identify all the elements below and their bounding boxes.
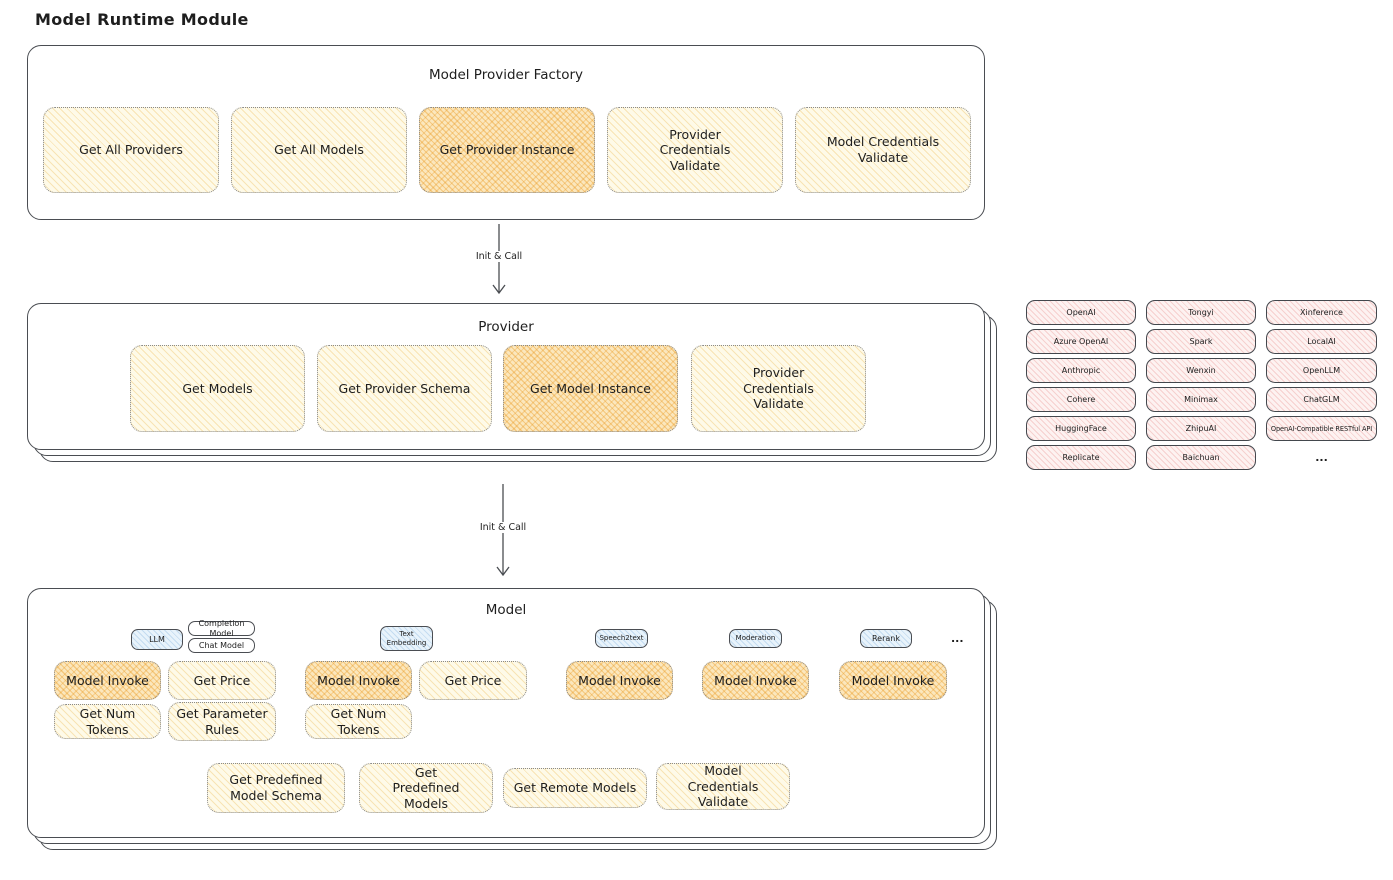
op-get-provider-instance: Get Provider Instance [419, 107, 595, 193]
model-group: Model LLM Completion Model Chat Model Te… [27, 588, 997, 850]
provider-item-openai: OpenAI [1026, 300, 1136, 325]
op-get-price-embedding: Get Price [419, 661, 527, 700]
tag-moderation: Moderation [729, 629, 782, 648]
op-model-invoke-rerank: Model Invoke [839, 661, 947, 700]
arrow-down-icon [496, 484, 510, 577]
arrow1-label: Init & Call [471, 251, 527, 262]
op-model-credentials-validate: Model Credentials Validate [795, 107, 971, 193]
provider-item-xinference: Xinference [1266, 300, 1377, 325]
op-model-invoke-embedding: Model Invoke [305, 661, 412, 700]
provider-item-localai: LocalAI [1266, 329, 1377, 354]
tag-rerank: Rerank [860, 629, 912, 648]
tags-more-ellipsis: ... [951, 632, 964, 645]
provider-item-openllm: OpenLLM [1266, 358, 1377, 383]
provider-item-replicate: Replicate [1026, 445, 1136, 470]
tag-llm: LLM [131, 629, 183, 650]
provider-item-baichuan: Baichuan [1146, 445, 1256, 470]
provider-title: Provider [478, 319, 534, 335]
op-provider-credentials-validate: Provider Credentials Validate [607, 107, 783, 193]
provider-item-tongyi: Tongyi [1146, 300, 1256, 325]
arrow2-label: Init & Call [475, 522, 531, 533]
arrow-down-icon [492, 224, 506, 295]
op-get-model-instance: Get Model Instance [503, 345, 678, 432]
op-get-predefined-model-schema: Get Predefined Model Schema [207, 763, 345, 813]
op-model-invoke-llm: Model Invoke [54, 661, 161, 700]
tag-speech2text: Speech2text [595, 629, 648, 648]
tag-chat-model: Chat Model [188, 638, 255, 653]
op-get-remote-models: Get Remote Models [503, 768, 647, 808]
op-get-predefined-models: Get Predefined Models [359, 763, 493, 813]
tag-completion-model: Completion Model [188, 619, 255, 638]
providers-panel: OpenAI Tongyi Xinference Azure OpenAI Sp… [1026, 300, 1378, 470]
model-provider-factory-group: Model Provider Factory Get All Providers… [27, 45, 985, 220]
page-title: Model Runtime Module [35, 10, 249, 29]
provider-group: Provider Get Models Get Provider Schema … [27, 303, 997, 462]
provider-item-zhipuai: ZhipuAI [1146, 416, 1256, 441]
op-get-provider-schema: Get Provider Schema [317, 345, 492, 432]
factory-title: Model Provider Factory [428, 67, 583, 83]
tag-text-embedding: Text Embedding [380, 626, 433, 651]
provider-item-spark: Spark [1146, 329, 1256, 354]
op-get-num-tokens-llm: Get Num Tokens [54, 704, 161, 739]
provider-item-chatglm: ChatGLM [1266, 387, 1377, 412]
op-get-models: Get Models [130, 345, 305, 432]
provider-item-azure-openai: Azure OpenAI [1026, 329, 1136, 354]
op-get-all-providers: Get All Providers [43, 107, 219, 193]
model-title: Model [485, 602, 527, 618]
arrow-provider-to-model [495, 484, 511, 586]
op-get-price-llm: Get Price [168, 661, 276, 700]
provider-item-wenxin: Wenxin [1146, 358, 1256, 383]
arrow-factory-to-provider [491, 224, 507, 304]
op-model-invoke-moderation: Model Invoke [702, 661, 809, 700]
op-get-num-tokens-embedding: Get Num Tokens [305, 704, 412, 739]
op-model-credentials-validate-2: Model Credentials Validate [656, 763, 790, 810]
op-provider-credentials-validate-2: Provider Credentials Validate [691, 345, 866, 432]
provider-item-cohere: Cohere [1026, 387, 1136, 412]
provider-item-anthropic: Anthropic [1026, 358, 1136, 383]
op-get-all-models: Get All Models [231, 107, 407, 193]
provider-item-huggingface: HuggingFace [1026, 416, 1136, 441]
provider-item-openai-compatible: OpenAI-Compatible RESTful API [1266, 416, 1377, 441]
providers-more-ellipsis: ... [1315, 451, 1328, 464]
op-get-parameter-rules: Get Parameter Rules [168, 702, 276, 741]
op-model-invoke-speech2text: Model Invoke [566, 661, 673, 700]
provider-item-minimax: Minimax [1146, 387, 1256, 412]
